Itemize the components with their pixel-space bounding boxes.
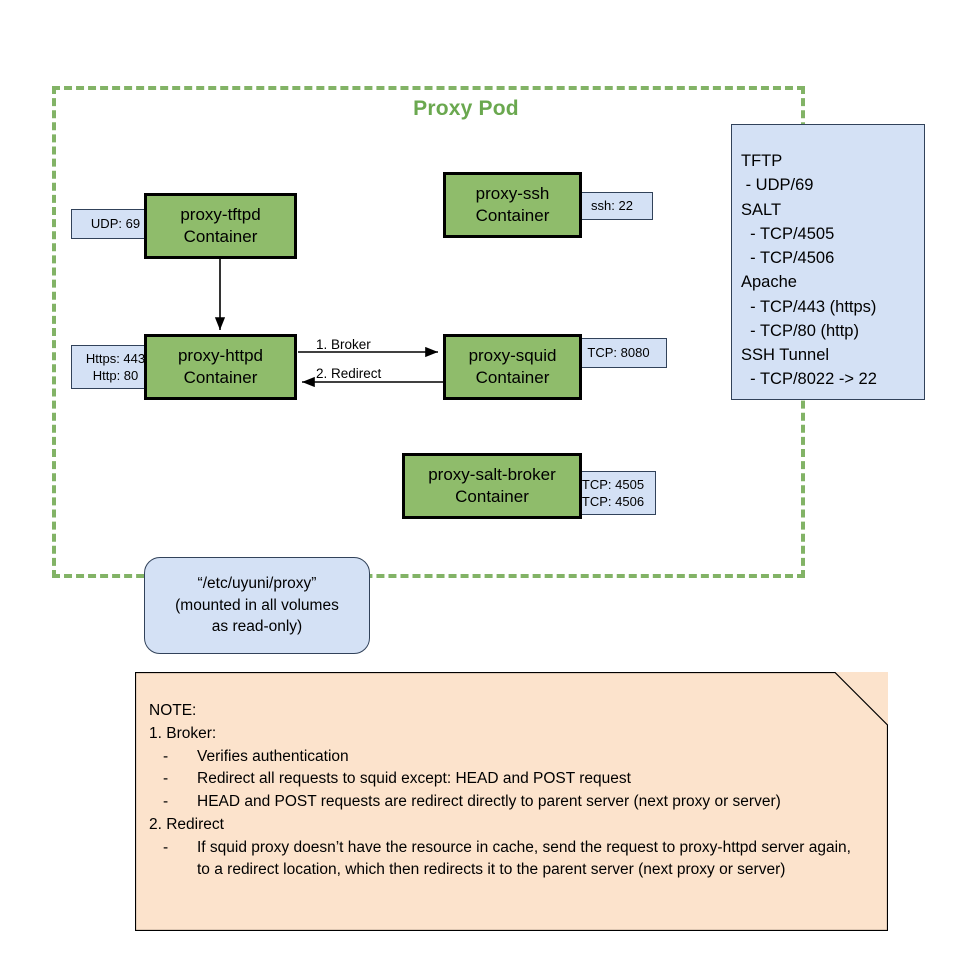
container-sub-proxy-ssh: Container xyxy=(475,206,550,225)
port-tag-ssh-line1: ssh: 22 xyxy=(591,198,633,214)
port-tag-squid: TCP: 8080 xyxy=(570,338,667,368)
container-sub-proxy-squid: Container xyxy=(475,368,550,387)
container-box-proxy-salt-broker[interactable]: proxy-salt-broker Container xyxy=(402,453,582,519)
note-bullet-dash: - xyxy=(163,838,169,856)
container-box-proxy-ssh[interactable]: proxy-ssh Container xyxy=(443,172,582,238)
note-bullet-text: Verifies authentication xyxy=(197,747,349,765)
note-heading: NOTE: xyxy=(149,702,197,719)
container-box-proxy-httpd[interactable]: proxy-httpd Container xyxy=(144,334,297,400)
port-legend-box: TFTP - UDP/69 SALT - TCP/4505 - TCP/4506… xyxy=(731,124,925,400)
note-box-shape xyxy=(135,672,888,931)
port-legend-line-0: TFTP xyxy=(741,152,783,170)
shared-volume-desc1: (mounted in all volumes xyxy=(175,596,339,614)
port-legend-line-3: - TCP/4505 xyxy=(741,224,835,243)
note-bullet-dash: - xyxy=(163,747,169,765)
container-box-proxy-squid[interactable]: proxy-squid Container xyxy=(443,334,582,400)
container-name-proxy-httpd: proxy-httpd xyxy=(177,346,264,366)
shared-volume-desc2: as read-only) xyxy=(211,618,303,636)
container-sub-proxy-httpd: Container xyxy=(183,368,258,387)
port-tag-tftpd-line1: UDP: 69 xyxy=(90,216,141,232)
port-tag-squid-line1: TCP: 8080 xyxy=(587,345,650,361)
note-bullet-dash: - xyxy=(163,770,169,788)
edge-label-redirect: 2. Redirect xyxy=(316,366,382,381)
note-item1-title: 1. Broker: xyxy=(149,724,217,742)
note-item1-bullet-0: - Verifies authentication xyxy=(149,746,864,769)
proxy-pod-title: Proxy Pod xyxy=(413,97,519,120)
container-sub-proxy-tftpd: Container xyxy=(183,227,258,246)
port-legend-line-7: - TCP/80 (http) xyxy=(741,321,859,340)
note-bullet-text: Redirect all requests to squid except: H… xyxy=(197,770,631,788)
note-item1-bullet-1: - Redirect all requests to squid except:… xyxy=(149,768,864,791)
container-name-proxy-salt-broker: proxy-salt-broker xyxy=(428,465,556,485)
note-bullet-text: If squid proxy doesn’t have the resource… xyxy=(197,838,851,879)
container-name-proxy-squid: proxy-squid xyxy=(468,346,557,366)
port-legend-line-2: SALT xyxy=(741,200,782,219)
note-item2-bullet-0: - If squid proxy doesn’t have the resour… xyxy=(149,837,864,883)
note-bullet-dash: - xyxy=(163,793,169,811)
port-legend-line-9: - TCP/8022 -> 22 xyxy=(741,370,877,389)
port-legend-line-1: - UDP/69 xyxy=(741,176,814,195)
port-tag-salt-broker-line1: TCP: 4505 xyxy=(581,476,645,492)
container-sub-proxy-salt-broker: Container xyxy=(455,487,529,506)
note-item2-title: 2. Redirect xyxy=(149,815,224,833)
port-tag-salt-broker: TCP: 4505 TCP: 4506 xyxy=(570,471,656,515)
container-name-proxy-ssh: proxy-ssh xyxy=(475,184,550,204)
port-tag-httpd-line1: Https: 443 xyxy=(85,350,146,366)
port-legend-line-6: - TCP/443 (https) xyxy=(741,297,877,316)
port-tag-httpd-line2: Http: 80 xyxy=(92,368,139,383)
note-bullet-text: HEAD and POST requests are redirect dire… xyxy=(197,793,781,811)
container-box-proxy-tftpd[interactable]: proxy-tftpd Container xyxy=(144,193,297,259)
container-name-proxy-tftpd: proxy-tftpd xyxy=(180,205,261,225)
edge-label-broker: 1. Broker xyxy=(316,337,371,352)
port-legend-line-4: - TCP/4506 xyxy=(741,249,835,267)
note-item1-bullet-2: - HEAD and POST requests are redirect di… xyxy=(149,791,864,814)
note-box: NOTE: 1. Broker: - Verifies authenticati… xyxy=(135,672,888,931)
shared-volume-box: “/etc/uyuni/proxy” (mounted in all volum… xyxy=(144,557,370,654)
port-legend-line-8: SSH Tunnel xyxy=(741,346,830,364)
port-legend-line-5: Apache xyxy=(741,273,797,292)
shared-volume-path: “/etc/uyuni/proxy” xyxy=(197,575,317,593)
port-tag-ssh: ssh: 22 xyxy=(571,192,653,220)
port-tag-salt-broker-line2: TCP: 4506 xyxy=(581,494,645,509)
